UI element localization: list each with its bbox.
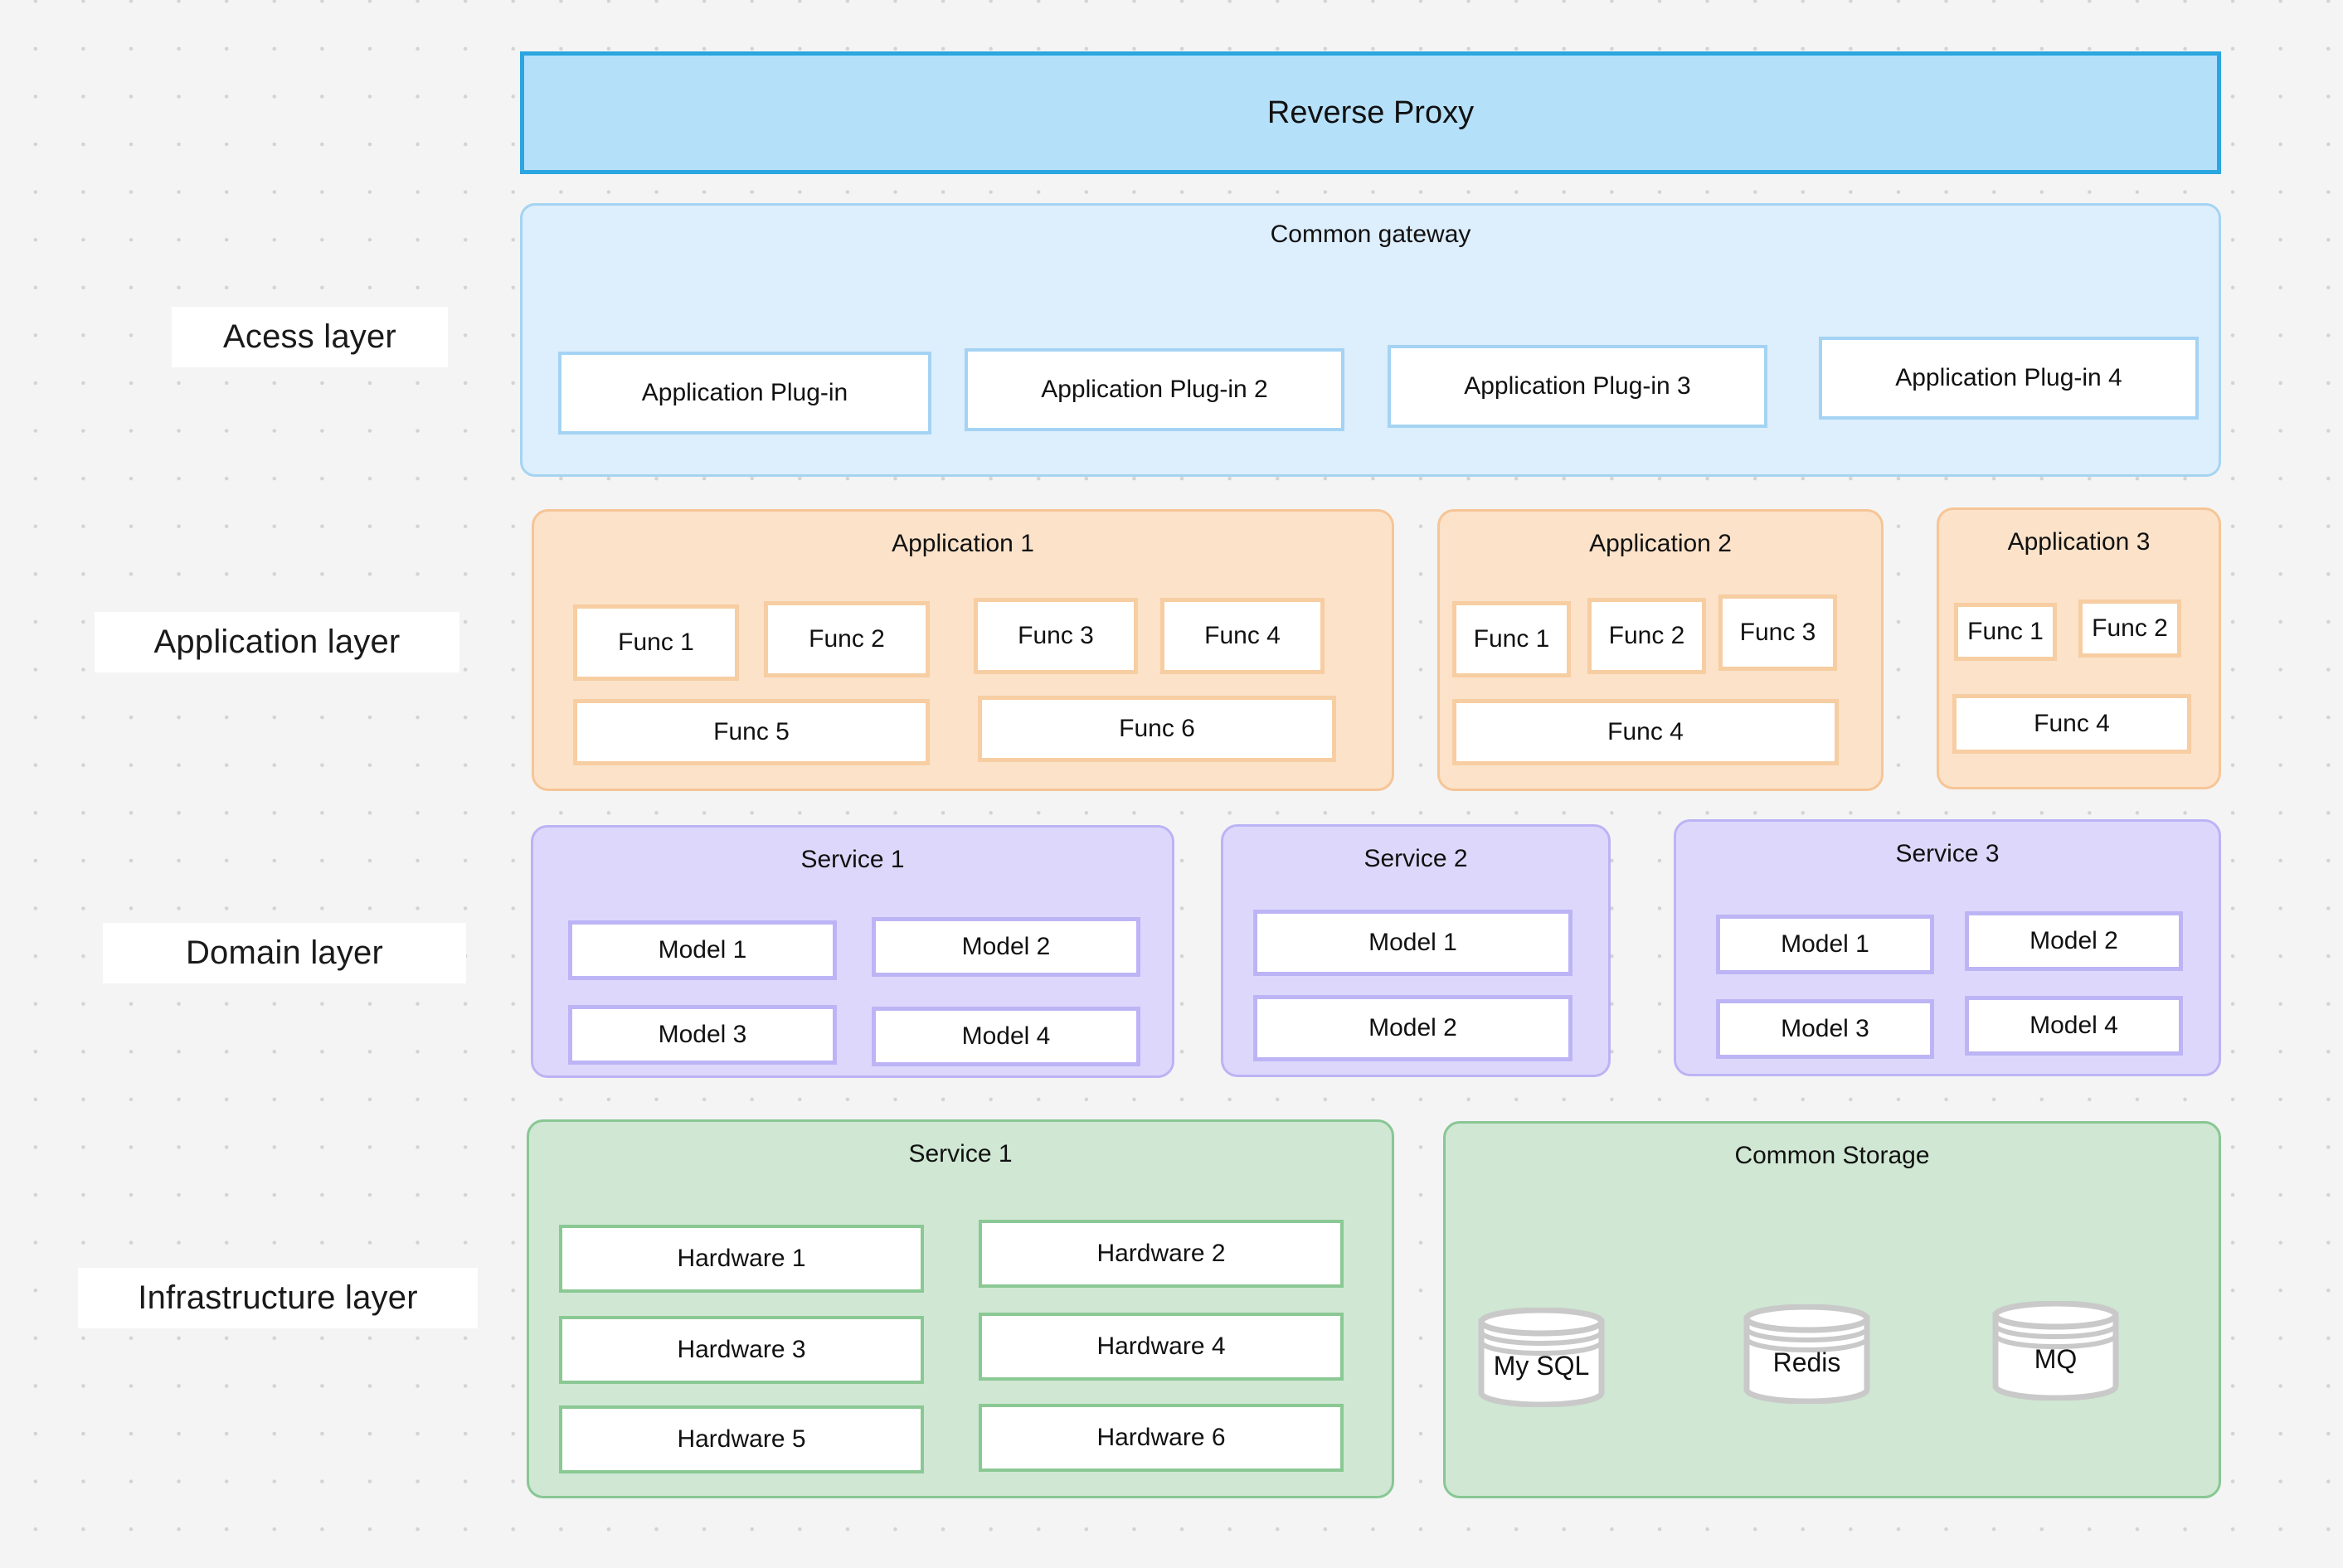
application-1-func-5[interactable]: Func 5 [573,699,930,765]
domain-service-2-box[interactable]: Service 2 Model 1 Model 2 [1221,824,1611,1077]
hardware-1[interactable]: Hardware 1 [559,1225,924,1293]
application-2-func-2[interactable]: Func 2 [1587,598,1706,674]
domain-service-2-model-1[interactable]: Model 1 [1253,910,1573,976]
layer-label-domain: Domain layer [103,923,466,983]
reverse-proxy-box[interactable]: Reverse Proxy [520,51,2221,174]
application-plugin-2[interactable]: Application Plug-in 2 [965,348,1344,431]
domain-service-3-model-2[interactable]: Model 2 [1965,911,2183,971]
application-2-func-1[interactable]: Func 1 [1452,601,1571,677]
database-cylinder-icon [1478,1308,1605,1407]
domain-service-3-box[interactable]: Service 3 Model 1 Model 2 Model 3 Model … [1674,819,2221,1076]
application-1-title: Application 1 [892,530,1034,557]
application-1-func-6[interactable]: Func 6 [978,696,1336,762]
domain-service-3-model-1[interactable]: Model 1 [1716,915,1934,974]
hardware-3[interactable]: Hardware 3 [559,1316,924,1384]
hardware-2[interactable]: Hardware 2 [979,1220,1344,1288]
database-cylinder-icon [1743,1304,1870,1404]
application-plugin-4[interactable]: Application Plug-in 4 [1819,337,2199,420]
layer-label-infrastructure: Infrastructure layer [78,1268,478,1328]
common-gateway-title: Common gateway [1270,221,1471,248]
storage-redis[interactable]: Redis [1743,1304,1871,1404]
layer-label-application: Application layer [95,612,459,672]
application-3-title: Application 3 [2007,528,2151,556]
hardware-5[interactable]: Hardware 5 [559,1405,924,1473]
application-plugin-1[interactable]: Application Plug-in [558,352,931,434]
domain-service-1-box[interactable]: Service 1 Model 1 Model 2 Model 3 Model … [531,825,1174,1078]
domain-service-1-model-1[interactable]: Model 1 [568,920,837,980]
common-storage-title: Common Storage [1734,1142,1930,1169]
storage-mq-label: MQ [2034,1344,2078,1374]
application-2-func-3[interactable]: Func 3 [1718,595,1837,671]
hardware-6[interactable]: Hardware 6 [979,1404,1344,1472]
application-1-box[interactable]: Application 1 Func 1 Func 2 Func 3 Func … [532,509,1394,791]
domain-service-3-model-4[interactable]: Model 4 [1965,996,2183,1056]
application-plugin-3[interactable]: Application Plug-in 3 [1388,345,1767,428]
infrastructure-service-1-box[interactable]: Service 1 Hardware 1 Hardware 2 Hardware… [527,1119,1394,1498]
common-storage-box[interactable]: Common Storage My SQL Redis [1443,1121,2221,1498]
application-3-func-2[interactable]: Func 2 [2078,600,2181,658]
domain-service-2-model-2[interactable]: Model 2 [1253,995,1573,1061]
hardware-4[interactable]: Hardware 4 [979,1313,1344,1381]
application-3-box[interactable]: Application 3 Func 1 Func 2 Func 4 [1937,507,2221,789]
application-2-title: Application 2 [1589,530,1732,557]
storage-mq[interactable]: MQ [1991,1301,2120,1401]
common-gateway-box[interactable]: Common gateway Application Plug-in Appli… [520,203,2221,477]
storage-redis-label: Redis [1772,1347,1841,1377]
domain-service-3-model-3[interactable]: Model 3 [1716,999,1934,1059]
application-2-func-4[interactable]: Func 4 [1452,699,1839,765]
database-cylinder-icon [1992,1301,2119,1401]
application-1-func-1[interactable]: Func 1 [573,604,739,681]
storage-mysql[interactable]: My SQL [1477,1308,1606,1407]
application-3-func-4[interactable]: Func 4 [1952,694,2191,754]
domain-service-1-model-2[interactable]: Model 2 [872,917,1140,977]
infrastructure-service-1-title: Service 1 [908,1140,1013,1168]
application-1-func-3[interactable]: Func 3 [974,598,1138,674]
reverse-proxy-title: Reverse Proxy [1266,95,1475,130]
application-1-func-2[interactable]: Func 2 [764,601,930,677]
domain-service-1-model-3[interactable]: Model 3 [568,1005,837,1065]
storage-mysql-label: My SQL [1493,1351,1590,1381]
domain-service-1-title: Service 1 [800,846,905,873]
domain-service-1-model-4[interactable]: Model 4 [872,1007,1140,1066]
application-2-box[interactable]: Application 2 Func 1 Func 2 Func 3 Func … [1437,509,1884,791]
application-1-func-4[interactable]: Func 4 [1160,598,1325,674]
domain-service-2-title: Service 2 [1364,845,1468,872]
application-3-func-1[interactable]: Func 1 [1954,603,2057,661]
domain-service-3-title: Service 3 [1895,840,2000,867]
layer-label-access: Acess layer [172,307,448,367]
